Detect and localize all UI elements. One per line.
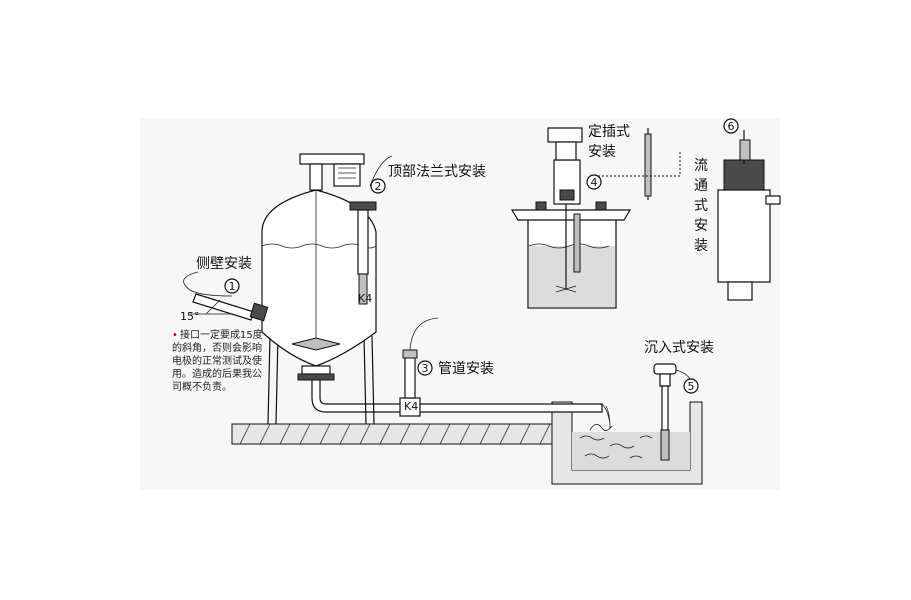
dotted-leader <box>590 150 681 177</box>
immersion-probe <box>653 363 677 461</box>
svg-text:用。造成的后果我公: 用。造成的后果我公 <box>172 367 262 380</box>
svg-text:流: 流 <box>694 158 708 174</box>
label-immersion: 沉入式安装 <box>644 340 714 356</box>
svg-text:•: • <box>172 330 178 341</box>
svg-text:的斜角，否则会影响: 的斜角，否则会影响 <box>172 341 262 354</box>
svg-text:1: 1 <box>229 280 236 293</box>
label-side-wall: 侧壁安装 <box>196 256 252 272</box>
label-fixed-insert-2: 安装 <box>588 144 616 160</box>
tank <box>261 153 377 425</box>
svg-text:接口一定要成15度: 接口一定要成15度 <box>180 328 263 341</box>
angle-label: 15° <box>180 310 200 323</box>
top-flange-probe: K4 <box>349 201 377 305</box>
warning-note: • 接口一定要成15度 的斜角，否则会影响 电极的正常测试及使 用。造成的后果我… <box>172 328 263 393</box>
svg-text:2: 2 <box>375 180 382 193</box>
marker-5: 5 <box>683 378 699 394</box>
label-top-flange: 顶部法兰式安装 <box>388 164 486 180</box>
fixed-insert-assembly <box>510 127 652 309</box>
immersion-basin <box>551 401 703 485</box>
label-pipeline: 管道安装 <box>438 361 494 377</box>
svg-text:电极的正常测试及使: 电极的正常测试及使 <box>172 354 262 367</box>
svg-text:K4: K4 <box>358 292 372 305</box>
svg-text:安: 安 <box>694 218 708 234</box>
svg-text:5: 5 <box>688 380 695 393</box>
svg-text:司概不负责。: 司概不负责。 <box>172 380 232 393</box>
marker-1: 1 <box>224 278 240 294</box>
svg-text:通: 通 <box>694 178 708 194</box>
pipeline-probe <box>402 349 418 399</box>
svg-text:3: 3 <box>422 362 429 375</box>
label-fixed-insert-1: 定插式 <box>588 124 630 140</box>
leader-pipeline <box>409 317 439 351</box>
svg-text:装: 装 <box>694 238 708 254</box>
marker-6: 6 <box>723 118 739 134</box>
pipeline: K4 <box>311 371 611 429</box>
leader-side-wall <box>183 271 233 297</box>
svg-text:式: 式 <box>694 198 708 214</box>
ground <box>231 423 553 445</box>
svg-text:K4: K4 <box>404 400 418 413</box>
flow-through-cell <box>717 130 781 301</box>
svg-text:6: 6 <box>728 120 735 133</box>
marker-3: 3 <box>417 360 433 376</box>
label-flow-through: 流 通 式 安 装 <box>694 158 708 254</box>
marker-2: 2 <box>370 178 386 194</box>
marker-4: 4 <box>586 174 602 190</box>
side-wall-probe <box>190 293 269 322</box>
svg-text:4: 4 <box>591 176 598 189</box>
